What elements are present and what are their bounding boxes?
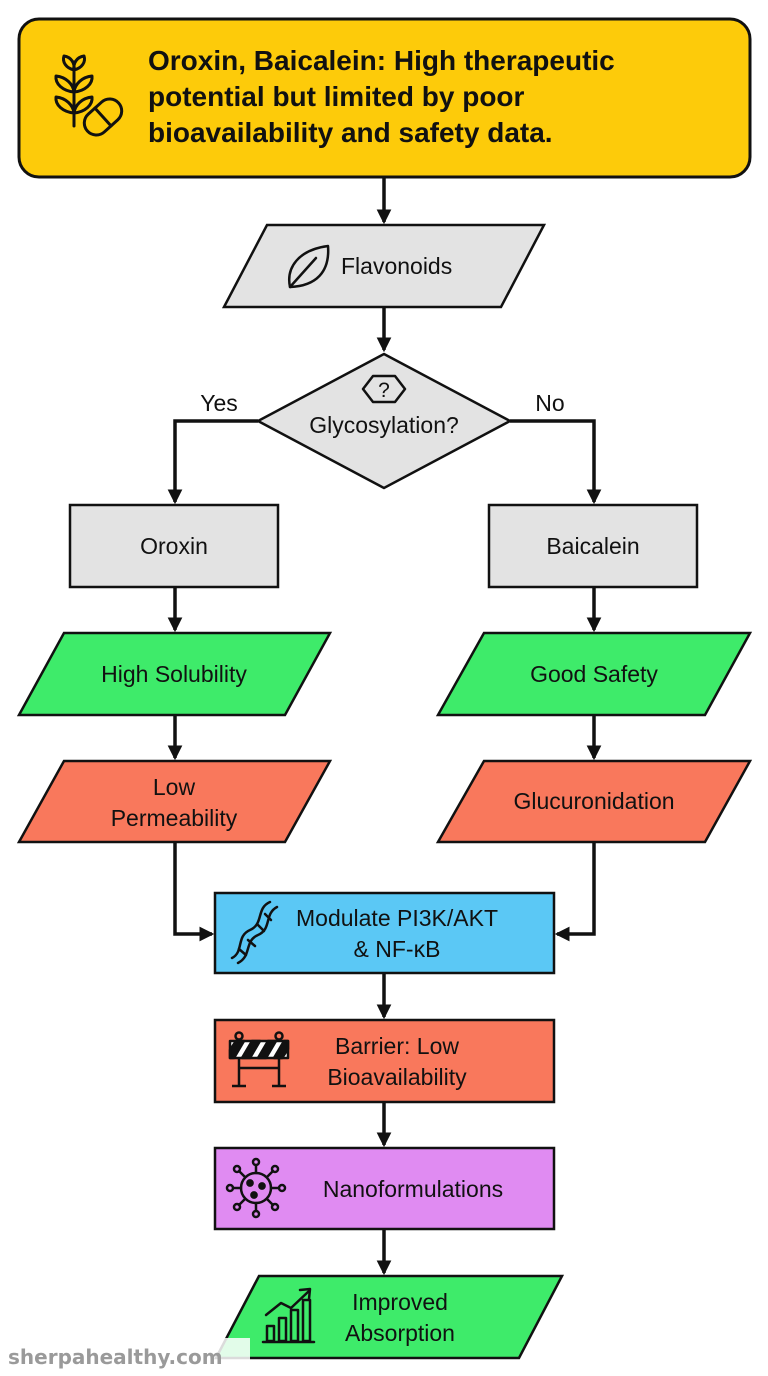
improved-line-2: Absorption <box>345 1320 455 1346</box>
baicalein-box: Baicalein <box>487 503 699 589</box>
glucuronidation-box: Glucuronidation <box>435 759 753 844</box>
flavonoids-box: Flavonoids <box>221 223 547 309</box>
header-box: Oroxin, Baicalein: High therapeutic pote… <box>17 17 752 179</box>
watermark: sherpahealthy.com <box>0 1338 250 1372</box>
low-permeability-line-2: Permeability <box>111 805 238 831</box>
decision-diamond: ? Glycosylation? <box>255 352 513 490</box>
roadblock-icon <box>228 1031 290 1088</box>
improved-absorption-box: Improved Absorption <box>213 1274 565 1360</box>
plant-pill-icon <box>54 54 124 137</box>
header-title-line-2: potential but limited by poor <box>148 81 525 112</box>
dna-icon <box>230 900 279 965</box>
flavonoids-label: Flavonoids <box>341 253 452 279</box>
high-solubility-box: High Solubility <box>16 631 333 717</box>
baicalein-label: Baicalein <box>546 533 639 559</box>
good-safety-box: Good Safety <box>435 631 753 717</box>
nanoformulations-label: Nanoformulations <box>323 1176 503 1202</box>
header-title-line-1: Oroxin, Baicalein: High therapeutic <box>148 45 615 76</box>
arrow-decision-no <box>510 419 602 505</box>
nanoparticle-icon <box>225 1157 287 1219</box>
barrier-box: Barrier: Low Bioavailability <box>213 1018 556 1104</box>
watermark-text: sherpahealthy.com <box>8 1345 223 1369</box>
arrow-glucuronidation-to-modulate <box>554 843 596 942</box>
modulate-line-1: Modulate PI3K/AKT <box>296 905 498 931</box>
oroxin-label: Oroxin <box>140 533 208 559</box>
glucuronidation-label: Glucuronidation <box>513 788 674 814</box>
no-label: No <box>535 390 564 416</box>
modulate-box: Modulate PI3K/AKT & NF-κB <box>213 891 556 975</box>
leaf-icon <box>288 244 330 289</box>
low-permeability-box: Low Permeability <box>16 759 333 844</box>
low-permeability-line-1: Low <box>153 774 196 800</box>
barrier-line-1: Barrier: Low <box>335 1033 459 1059</box>
improved-line-1: Improved <box>352 1289 448 1315</box>
high-solubility-label: High Solubility <box>101 661 247 687</box>
oroxin-box: Oroxin <box>68 503 280 589</box>
connectors <box>167 178 602 1276</box>
nanoformulations-box: Nanoformulations <box>213 1146 556 1231</box>
decision-label: Glycosylation? <box>309 412 459 438</box>
arrow-permeability-to-modulate <box>173 843 215 942</box>
good-safety-label: Good Safety <box>530 661 658 687</box>
modulate-line-2: & NF-κB <box>354 936 441 962</box>
arrow-decision-yes <box>167 419 258 505</box>
header-title-line-3: bioavailability and safety data. <box>148 117 553 148</box>
question-hexagon-icon: ? <box>361 374 407 404</box>
svg-text:?: ? <box>378 379 390 402</box>
barrier-line-2: Bioavailability <box>327 1064 467 1090</box>
yes-label: Yes <box>200 390 238 416</box>
growth-chart-icon <box>261 1287 316 1344</box>
